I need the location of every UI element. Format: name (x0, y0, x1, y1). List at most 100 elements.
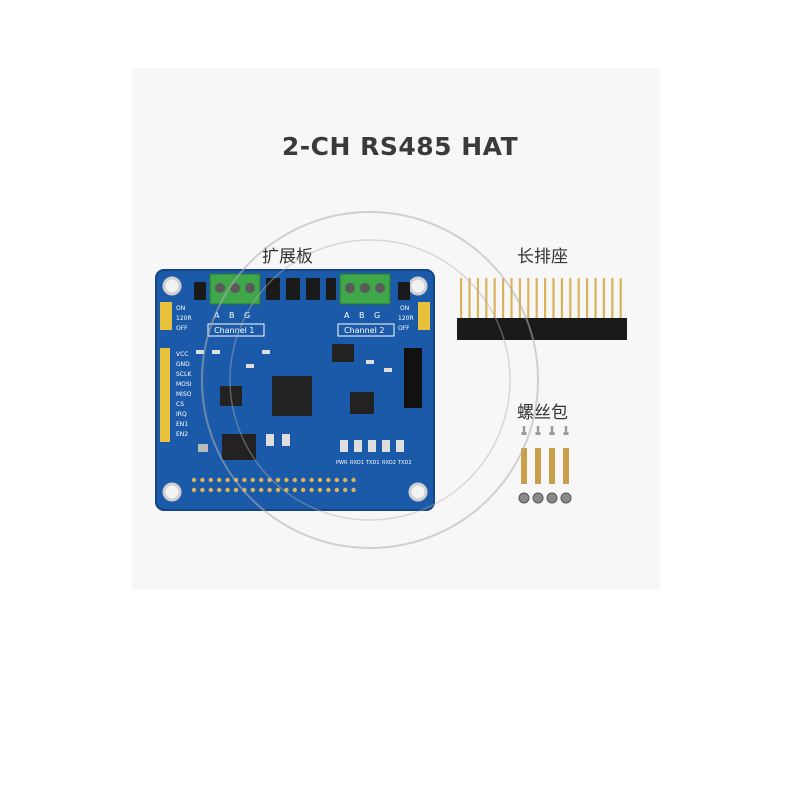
gpio-hole (301, 487, 306, 493)
header-pin (552, 278, 555, 320)
header-pin (611, 278, 614, 320)
board-label: 扩展板 (262, 247, 313, 267)
header-pin (602, 278, 605, 320)
svg-text:PWR: PWR (336, 460, 348, 466)
screw-nut (518, 492, 530, 504)
brass-standoff (535, 448, 541, 484)
long-pin-header (457, 278, 627, 340)
header-pin (527, 278, 530, 320)
gpio-hole (233, 487, 239, 493)
gpio-hole (284, 487, 289, 493)
screw-head (549, 432, 555, 435)
gpio-hole (351, 477, 356, 483)
gpio-hole (259, 477, 264, 483)
gpio-hole (334, 487, 339, 493)
header-pin (518, 278, 521, 320)
rs485-hat-board: A B G A B G Channel 1 Channel 2 ON 120R … (155, 269, 435, 511)
header-pin (493, 278, 496, 320)
switch-left-on: ON (176, 305, 185, 312)
switch-right-120r: 120R (398, 315, 414, 322)
svg-text:GND: GND (176, 361, 190, 368)
gpio-hole (301, 477, 306, 483)
gpio-hole (284, 477, 289, 483)
gpio-hole (200, 487, 205, 493)
svg-text:VCC: VCC (176, 351, 188, 358)
header-label: 长排座 (517, 247, 568, 267)
screw-head (563, 432, 569, 435)
switch-left-off: OFF (176, 325, 188, 332)
gpio-hole (275, 477, 281, 483)
gpio-hole (317, 487, 323, 493)
gpio-hole (191, 477, 197, 483)
gpio-hole (242, 487, 247, 493)
terminal-block-channel2 (339, 273, 391, 305)
header-pin (476, 278, 479, 320)
pin-b-1: B (229, 311, 235, 320)
screw-small (550, 426, 554, 434)
gpio-hole (326, 477, 331, 483)
header-pin (619, 278, 622, 320)
svg-text:RXD1: RXD1 (350, 460, 364, 466)
header-pin (502, 278, 505, 320)
header-pin (460, 278, 463, 320)
svg-text:SCLK: SCLK (176, 371, 192, 378)
gpio-hole (267, 477, 272, 483)
gpio-hole (259, 487, 264, 493)
screw-nut (532, 492, 544, 504)
svg-text:MOSI: MOSI (176, 381, 192, 388)
screw-pack (518, 426, 572, 504)
gpio-hole (208, 487, 213, 493)
svg-text:EN2: EN2 (176, 431, 188, 438)
led-labels: PWR RXD1 TXD1 RXD2 TXD2 (336, 460, 412, 466)
switch-left-120r: 120R (176, 315, 192, 322)
pin-g-1: G (244, 311, 250, 320)
svg-text:IRQ: IRQ (176, 411, 187, 418)
gpio-hole (250, 477, 255, 483)
switch-right-off: OFF (398, 325, 410, 332)
header-pin (535, 278, 538, 320)
svg-text:TXD1: TXD1 (365, 460, 380, 466)
gpio-hole (250, 487, 255, 493)
screw-items (518, 426, 572, 504)
gpio-hole (292, 477, 297, 483)
gpio-hole (275, 487, 281, 493)
switch-right (418, 302, 430, 330)
header-pin (485, 278, 488, 320)
gpio-hole (208, 477, 213, 483)
switch-left (160, 302, 172, 330)
screw-nut (546, 492, 558, 504)
gpio-hole (334, 477, 339, 483)
pin-g-2: G (374, 311, 380, 320)
gpio-hole (309, 487, 314, 493)
header-pin (594, 278, 597, 320)
brass-standoff (521, 448, 527, 484)
gpio-hole (267, 487, 272, 493)
svg-text:EN1: EN1 (176, 421, 188, 428)
gpio-hole (225, 487, 230, 493)
gpio-hole (309, 477, 314, 483)
gpio-hole (326, 487, 331, 493)
pin-a-2: A (344, 311, 350, 320)
brass-standoff (563, 448, 569, 484)
screw-small (564, 426, 568, 434)
header-pins (460, 278, 622, 320)
svg-text:TXD2: TXD2 (397, 460, 412, 466)
terminal-block-channel1 (209, 273, 261, 305)
pin-b-2: B (359, 311, 365, 320)
header-pin (468, 278, 471, 320)
gpio-hole (317, 477, 323, 483)
svg-text:MISO: MISO (176, 391, 192, 398)
screw-head (521, 432, 527, 435)
svg-text:CS: CS (176, 401, 184, 408)
left-pin-header (160, 348, 170, 442)
svg-text:RXD2: RXD2 (382, 460, 396, 466)
channel2-label: Channel 2 (344, 326, 384, 335)
channel1-label: Channel 1 (214, 326, 254, 335)
gpio-hole (343, 477, 348, 483)
header-pin (560, 278, 563, 320)
header-pin (577, 278, 580, 320)
gpio-hole (217, 477, 222, 483)
header-pin (544, 278, 547, 320)
gpio-hole (225, 477, 230, 483)
